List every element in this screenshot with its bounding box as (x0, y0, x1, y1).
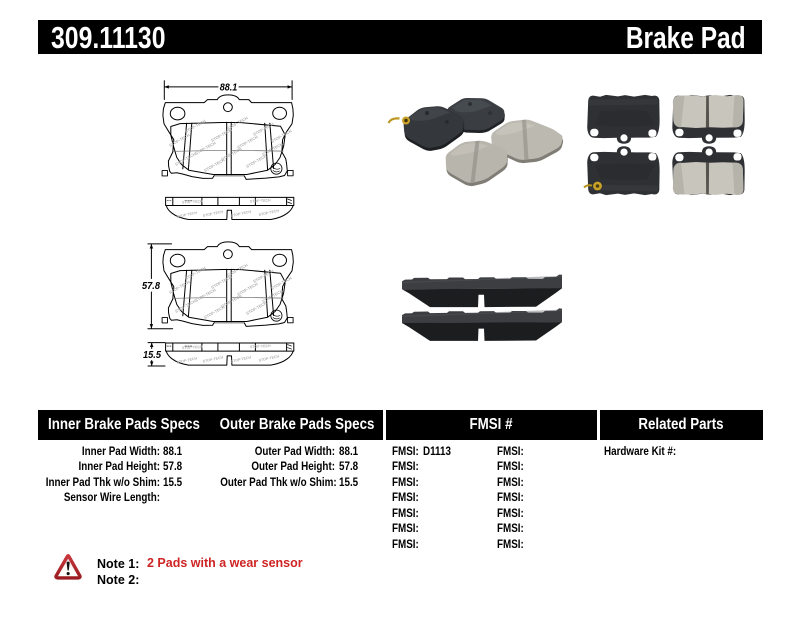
svg-text:57.8: 57.8 (142, 280, 160, 292)
svg-text:88.1: 88.1 (220, 81, 238, 93)
svg-text:15.5: 15.5 (143, 349, 161, 361)
